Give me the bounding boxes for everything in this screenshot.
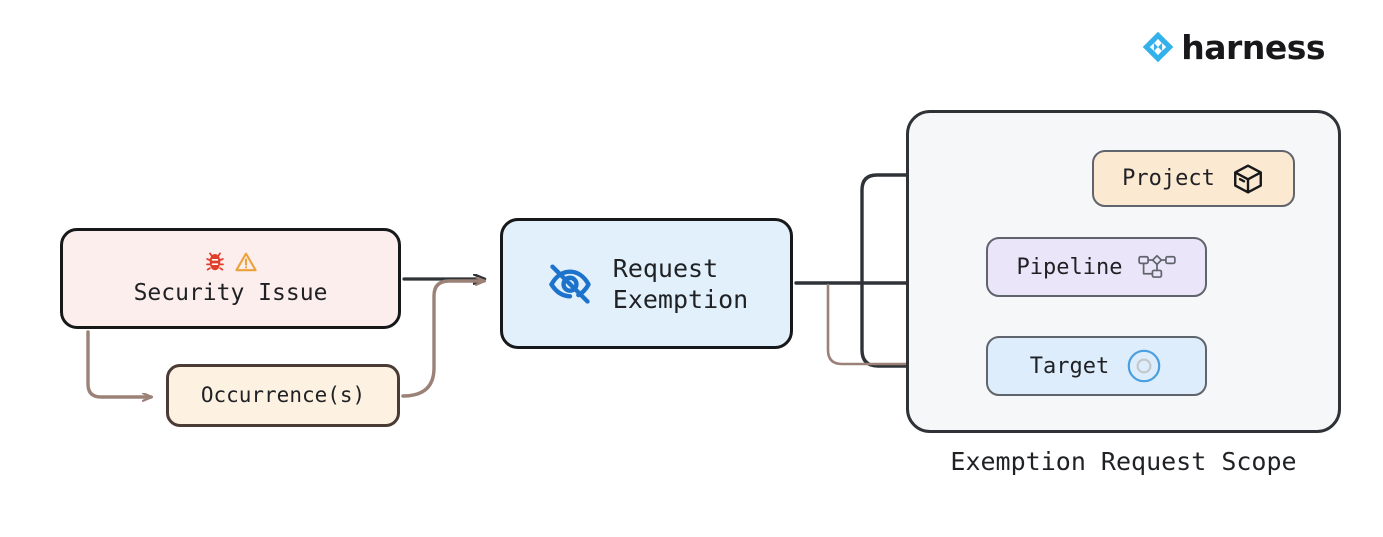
cube-box-icon [1231, 162, 1265, 196]
bug-icon [206, 252, 224, 271]
node-project[interactable]: Project [1092, 150, 1295, 207]
node-request-exemption[interactable]: Request Exemption [500, 218, 793, 349]
security-issue-label: Security Issue [133, 280, 328, 307]
brand-logo: harness [1141, 30, 1325, 64]
group-label-exemption-request-scope: Exemption Request Scope [950, 447, 1297, 476]
edge-occurrence-to-request [401, 281, 484, 398]
harness-diamond-logo-icon [1142, 31, 1174, 63]
project-label: Project [1122, 166, 1215, 191]
occurrences-label: Occurrence(s) [200, 383, 366, 408]
node-target[interactable]: Target [986, 336, 1207, 396]
node-security-issue[interactable]: Security Issue [60, 228, 401, 329]
target-circles-icon [1125, 347, 1163, 385]
eye-off-icon [549, 264, 591, 304]
edge-security-to-occurrence [86, 330, 151, 397]
security-issue-icons [203, 249, 258, 275]
warning-triangle-icon [235, 252, 257, 272]
node-occurrences[interactable]: Occurrence(s) [166, 364, 400, 427]
pipeline-label: Pipeline [1016, 254, 1123, 280]
pipeline-nodes-icon [1138, 252, 1177, 282]
target-label: Target [1029, 353, 1110, 379]
node-pipeline[interactable]: Pipeline [986, 237, 1207, 297]
request-exemption-icon-slot [545, 259, 595, 309]
brand-name: harness [1181, 27, 1325, 67]
request-exemption-label: Request Exemption [612, 253, 749, 314]
